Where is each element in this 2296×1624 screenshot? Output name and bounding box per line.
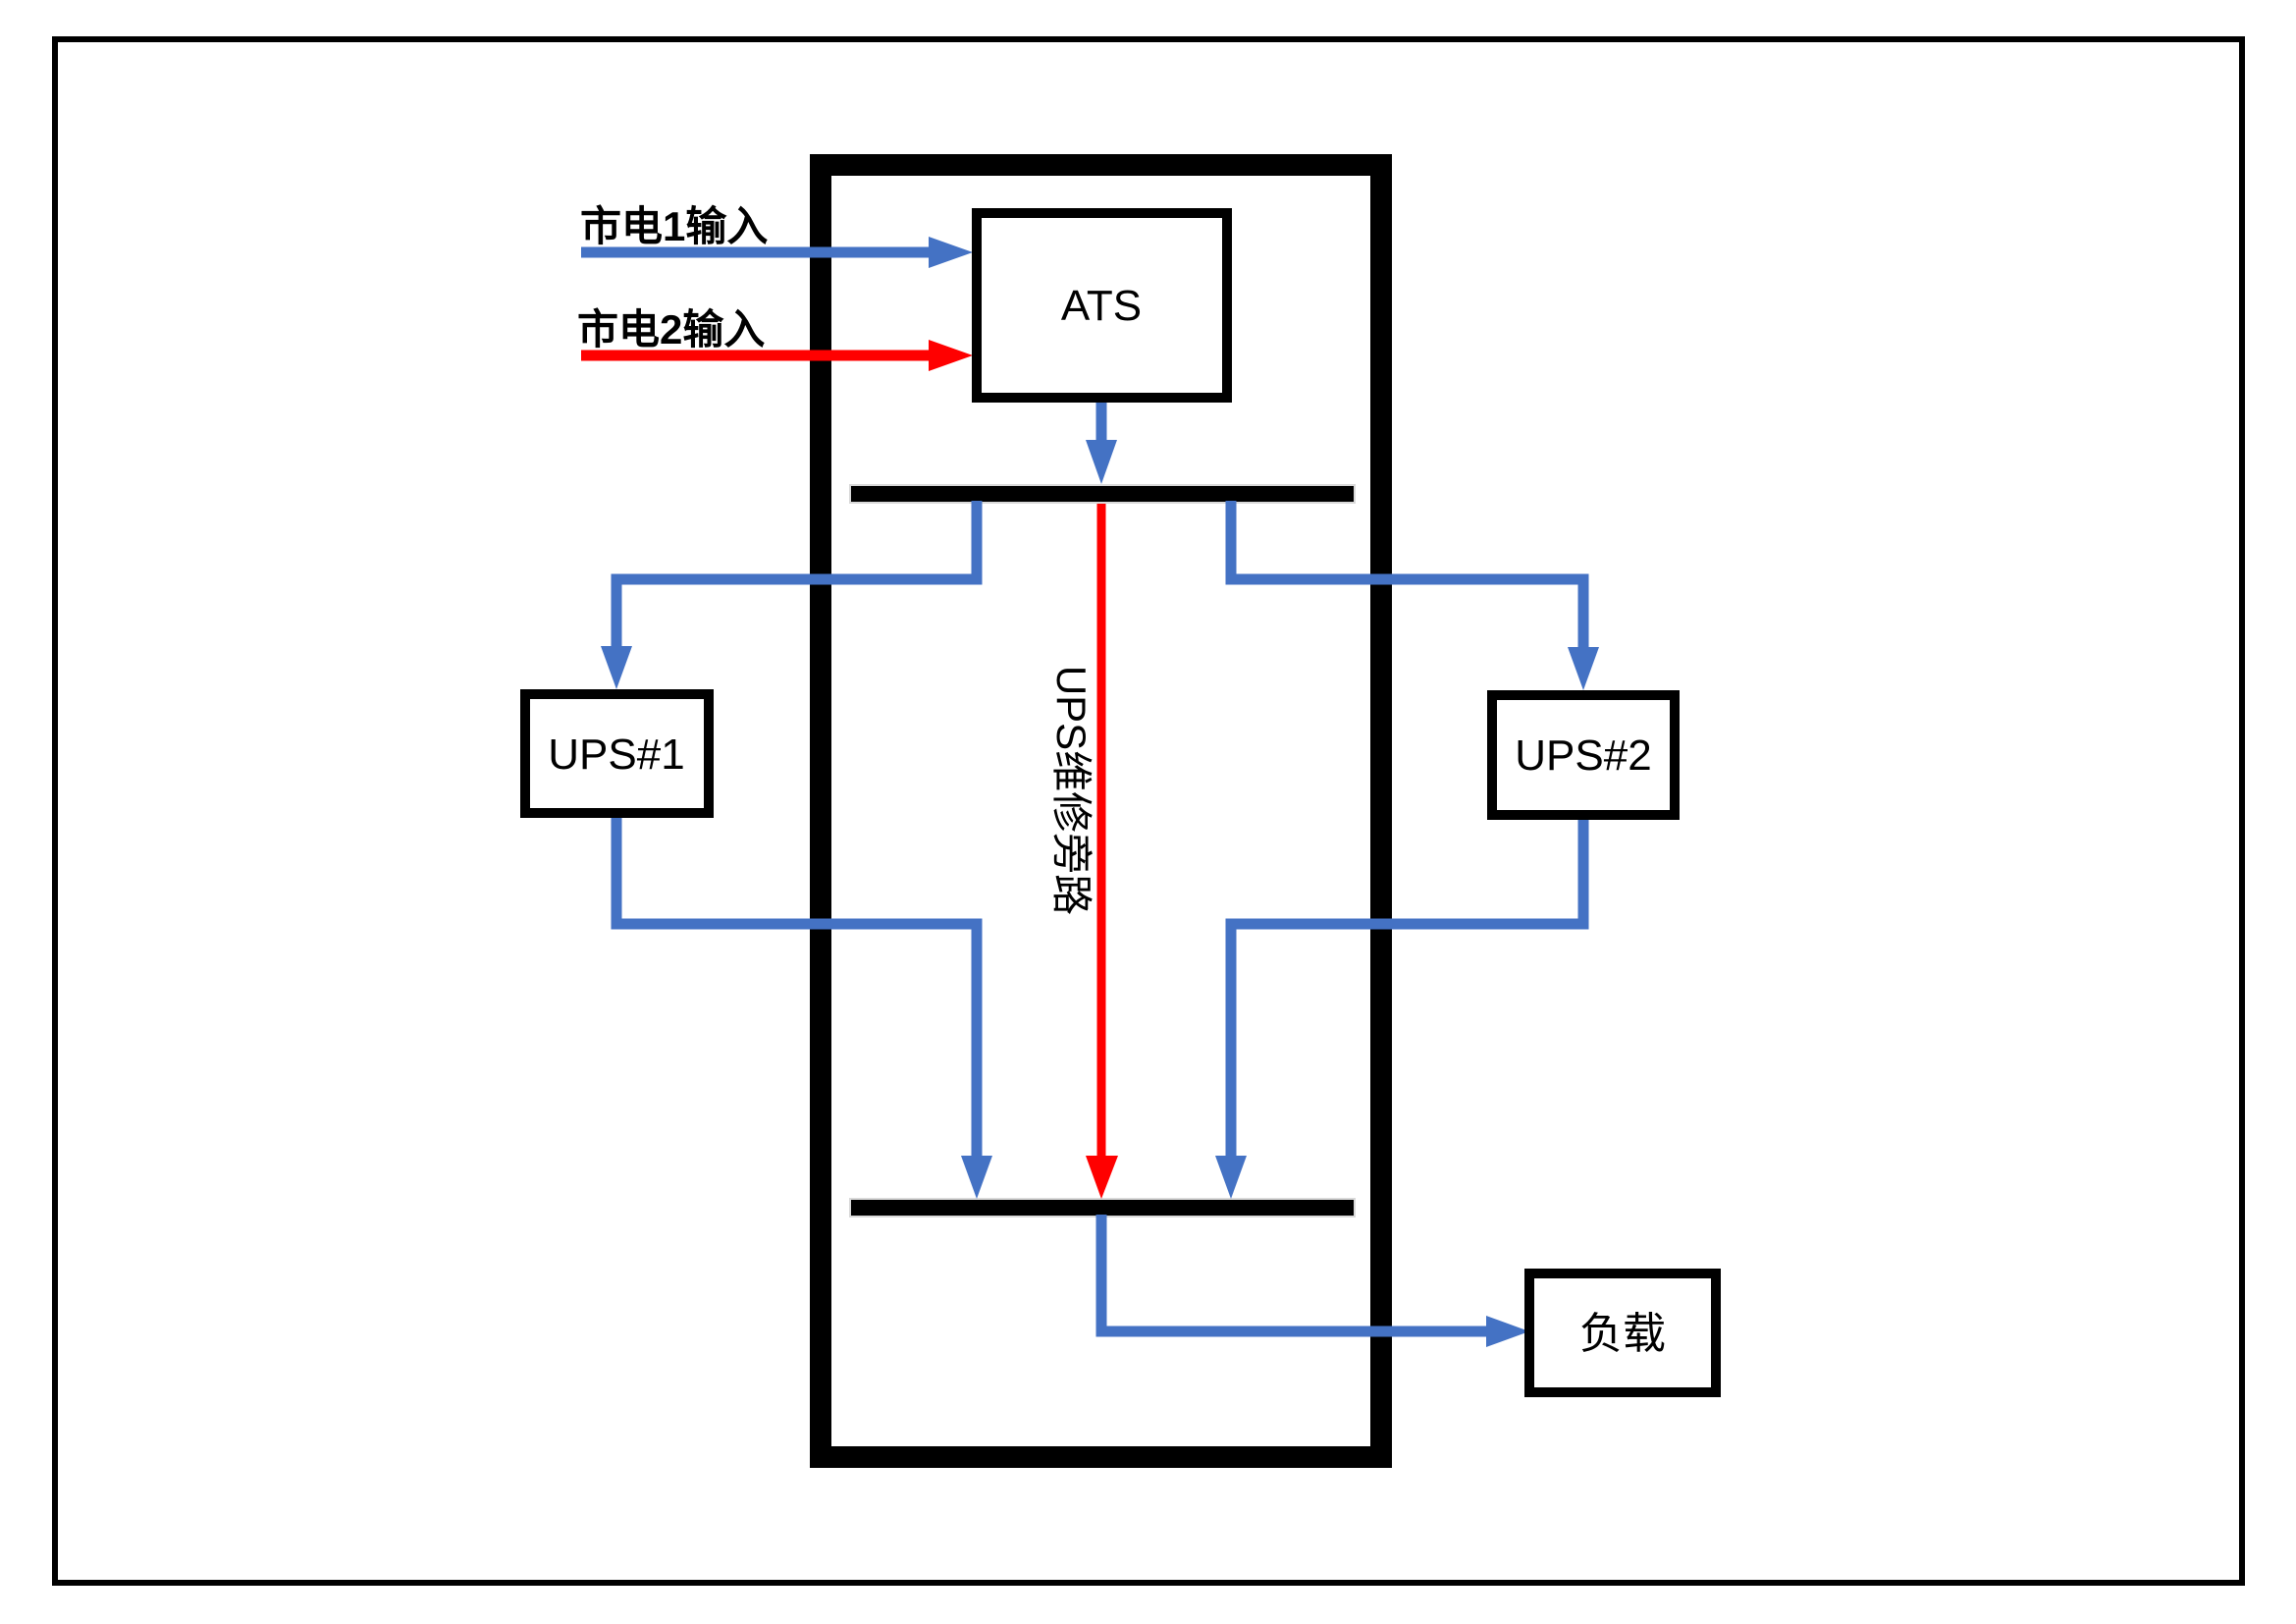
ups2-label: UPS#2 (1515, 731, 1651, 780)
load-box (1524, 1269, 1721, 1397)
load-label: 负载 (1579, 1310, 1666, 1358)
top-busbar (849, 484, 1356, 504)
ups1-label: UPS#1 (548, 731, 684, 779)
feed-line-ups2 (1225, 501, 1599, 690)
return-line-ups2 (1215, 818, 1589, 1199)
bottom-busbar (849, 1198, 1356, 1218)
load-feed-path (1095, 1215, 1486, 1337)
mains2-arrowhead-icon (929, 340, 973, 371)
feed-ups2-arrowhead-icon (1568, 647, 1599, 690)
return-ups2-arrowhead-icon (1215, 1156, 1247, 1199)
return-ups2-path (1225, 818, 1589, 1156)
feed-ups1-path (611, 501, 983, 646)
ats-box (972, 208, 1232, 403)
ups1-box (520, 689, 714, 818)
feed-ups1-arrowhead-icon (601, 646, 632, 689)
bypass-label: UPS维修旁路 (1048, 666, 1095, 915)
feed-line-ups1 (601, 501, 983, 689)
ups2-box (1487, 690, 1680, 820)
mains2-label: 市电2输入 (577, 306, 765, 352)
mains1-label: 市电1输入 (580, 203, 768, 249)
cabinet-frame (810, 154, 1392, 1468)
bypass-arrowhead-icon (1086, 1156, 1118, 1199)
bypass-arrow (1086, 504, 1118, 1199)
return-line-ups1 (611, 816, 992, 1199)
feed-ups2-path (1225, 501, 1589, 647)
load-feed-arrowhead-icon (1486, 1316, 1529, 1347)
mains1-arrowhead-icon (929, 237, 973, 268)
mains1-arrow (581, 237, 973, 268)
page-border (52, 36, 2245, 1586)
ats-output-arrow (1086, 401, 1117, 484)
mains2-arrow (581, 340, 973, 371)
load-feed-arrow (1095, 1215, 1529, 1347)
return-ups1-path (611, 816, 983, 1156)
ats-output-arrowhead-icon (1086, 440, 1117, 484)
return-ups1-arrowhead-icon (961, 1156, 992, 1199)
ats-label: ATS (1061, 282, 1142, 330)
